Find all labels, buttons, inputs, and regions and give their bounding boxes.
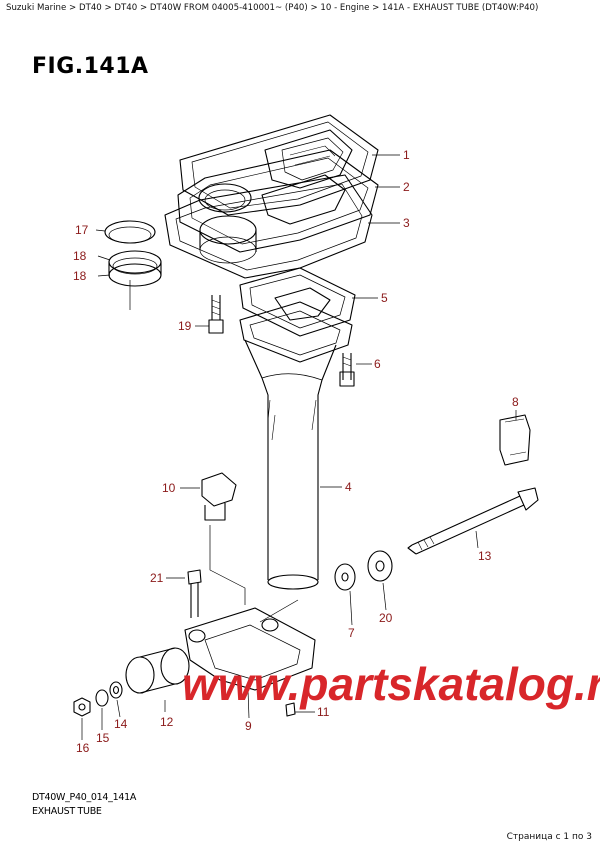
seal-ring-part-17	[104, 220, 156, 244]
bolt-part-6	[339, 353, 355, 387]
callout-17[interactable]: 17	[75, 223, 89, 237]
leader-lines	[81, 154, 517, 740]
callout-2[interactable]: 2	[403, 180, 410, 194]
figure-name: EXHAUST TUBE	[32, 806, 102, 817]
bracket-part-9	[184, 607, 316, 691]
seal-ring-part-18	[108, 250, 162, 287]
callout-9[interactable]: 9	[245, 719, 252, 733]
plate-part-2	[177, 149, 379, 253]
callout-3[interactable]: 3	[403, 216, 410, 230]
callout-19[interactable]: 19	[178, 319, 192, 333]
callout-1[interactable]: 1	[403, 148, 410, 162]
callout-18[interactable]: 18	[73, 269, 87, 283]
long-bolt-part-13	[407, 487, 539, 555]
cap-part-8	[499, 414, 531, 466]
damper-part-12	[125, 647, 190, 694]
watermark: www.partskatalog.ru	[182, 658, 600, 710]
callout-15[interactable]: 15	[96, 731, 110, 745]
page-indicator: Страница с 1 по 3	[506, 832, 592, 842]
callout-21[interactable]: 21	[150, 571, 164, 585]
pin-part-11	[285, 702, 296, 717]
grommet-part-10	[201, 472, 237, 521]
washer-part-14	[109, 681, 123, 699]
gasket-part-5	[239, 267, 356, 337]
callout-7[interactable]: 7	[348, 626, 355, 640]
callout-10[interactable]: 10	[162, 481, 176, 495]
callout-14[interactable]: 14	[114, 717, 128, 731]
figure-code: DT40W_P40_014_141A	[32, 792, 137, 803]
callout-6[interactable]: 6	[374, 357, 381, 371]
washer-part-20	[367, 550, 393, 582]
callout-20[interactable]: 20	[379, 611, 393, 625]
callout-12[interactable]: 12	[160, 715, 174, 729]
bolt-part-21	[187, 569, 202, 618]
callout-5[interactable]: 5	[381, 291, 388, 305]
washer-part-15	[95, 689, 109, 707]
callout-8[interactable]: 8	[512, 395, 519, 409]
nut-part-16	[73, 697, 91, 717]
callout-4[interactable]: 4	[345, 480, 352, 494]
figure-title: FIG.141A	[32, 54, 149, 79]
breadcrumb: Suzuki Marine > DT40 > DT40 > DT40W FROM…	[6, 3, 539, 13]
washer-part-7	[334, 563, 356, 591]
gasket-part-1	[179, 114, 379, 216]
callout-18[interactable]: 18	[73, 249, 87, 263]
gasket-part-3	[164, 174, 373, 279]
callout-16[interactable]: 16	[76, 741, 90, 755]
exhaust-tube-part-4	[239, 301, 353, 590]
callout-13[interactable]: 13	[478, 549, 492, 563]
callout-11[interactable]: 11	[317, 705, 330, 719]
bolt-part-19	[208, 295, 224, 334]
